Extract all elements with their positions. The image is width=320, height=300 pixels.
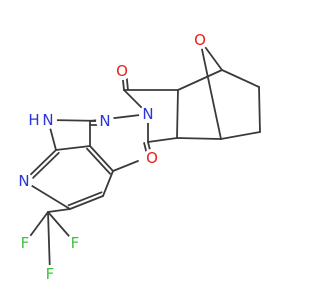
bond-Cp4-Me xyxy=(112,160,139,172)
atom-label-n3: N xyxy=(42,111,53,129)
atom-bg-n2 xyxy=(96,112,114,130)
atom-label-f2: F xyxy=(46,265,55,283)
atom-bg-h1 xyxy=(27,113,41,127)
bond-Cp4-Cp5 xyxy=(102,170,114,197)
atom-label-n4: N xyxy=(18,172,29,190)
atom-bg-o3 xyxy=(191,31,209,49)
bond-C8-C9 xyxy=(258,86,261,133)
bond-Cp3a-Cp4 xyxy=(86,147,111,175)
atom-bg-o1 xyxy=(113,62,131,80)
atom-label-o2: O xyxy=(146,149,158,167)
atom-bg-f1 xyxy=(16,234,34,252)
atom-label-o3: O xyxy=(194,31,206,49)
bond-N2-N3 xyxy=(47,119,106,122)
bond-Cp6-Cf xyxy=(47,208,71,213)
bond-Cp7a-Cp3a xyxy=(55,145,91,151)
bond-C4-C6 xyxy=(176,137,222,140)
bond-Cp3a-Cp4 xyxy=(89,145,114,172)
bond-Cf-F2 xyxy=(47,211,51,275)
bonds xyxy=(23,39,261,275)
atom-label-f1: F xyxy=(21,234,30,252)
bond-Cp5-Cp6 xyxy=(69,195,104,210)
atom-label-h1: H xyxy=(28,111,39,129)
atom-label-n2: N xyxy=(99,112,110,130)
atom-label-o1: O xyxy=(116,62,128,80)
bond-Cp5-Cp6 xyxy=(67,191,103,207)
atom-bg-n1 xyxy=(139,105,157,123)
bond-C6-C9 xyxy=(220,131,261,140)
bond-C3-C4 xyxy=(176,89,179,139)
atom-bg-n3 xyxy=(39,111,57,129)
atom-label-f3: F xyxy=(71,234,80,252)
bond-C5-C8 xyxy=(221,69,260,88)
atom-bg-f3 xyxy=(66,234,84,252)
bond-C3-C5 xyxy=(177,69,223,91)
atom-label-n1: N xyxy=(142,105,153,123)
bond-C6-O3 xyxy=(199,39,222,140)
atom-bg-o2 xyxy=(143,149,161,167)
bond-C2-C4 xyxy=(147,137,178,143)
atom-bg-n4 xyxy=(15,172,33,190)
atom-bg-f2 xyxy=(41,265,59,283)
